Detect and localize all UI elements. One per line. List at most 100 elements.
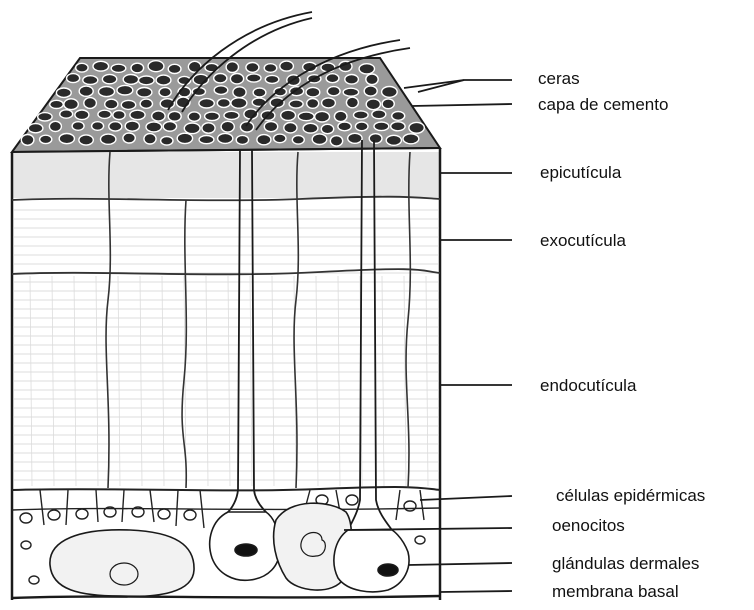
wax-granule bbox=[338, 122, 351, 131]
wax-granule bbox=[163, 122, 176, 132]
wax-granule bbox=[284, 123, 297, 133]
wax-granule bbox=[409, 122, 424, 133]
gland-nucleus-hair1 bbox=[235, 544, 257, 556]
wax-granule bbox=[121, 100, 135, 109]
wax-granule bbox=[280, 61, 294, 71]
label-endocuticula: endocutícula bbox=[540, 376, 637, 395]
wax-granule bbox=[236, 135, 248, 144]
label-capa-de-cemento: capa de cemento bbox=[538, 95, 668, 114]
wax-granule bbox=[156, 75, 171, 85]
wax-granule bbox=[64, 99, 78, 110]
wax-granule bbox=[292, 136, 304, 145]
wax-granule bbox=[315, 111, 330, 122]
wax-granule bbox=[374, 122, 389, 131]
leader-ceras-1 bbox=[404, 80, 464, 88]
epicuticle-band bbox=[12, 152, 440, 198]
wax-granule bbox=[152, 111, 165, 121]
label-celulas-epidermicas: células epidérmicas bbox=[556, 486, 705, 505]
wax-granule bbox=[233, 87, 246, 98]
wax-granule bbox=[246, 63, 259, 73]
wax-granule bbox=[366, 99, 380, 110]
wax-granule bbox=[366, 74, 378, 85]
wax-granule bbox=[303, 123, 318, 133]
wax-granule bbox=[148, 61, 164, 72]
wax-granule bbox=[326, 74, 339, 83]
wax-granule bbox=[386, 135, 401, 145]
wax-granule bbox=[168, 111, 181, 121]
wax-granule bbox=[359, 64, 374, 74]
wax-granule bbox=[60, 110, 73, 118]
wax-granule bbox=[355, 122, 368, 131]
label-exocuticula: exocutícula bbox=[540, 231, 627, 250]
wax-granule bbox=[168, 64, 181, 73]
wax-granule bbox=[130, 110, 145, 119]
wax-granule bbox=[83, 76, 98, 85]
wax-granule bbox=[322, 98, 336, 108]
label-epicuticula: epicutícula bbox=[540, 163, 622, 182]
wax-granule bbox=[321, 63, 335, 72]
wax-granule bbox=[218, 133, 233, 143]
wax-granule bbox=[264, 64, 277, 73]
wax-granule bbox=[221, 121, 234, 132]
wax-granule bbox=[188, 112, 200, 121]
wax-granule bbox=[364, 86, 377, 96]
leader-celulas bbox=[420, 496, 512, 500]
wax-granule bbox=[99, 87, 115, 97]
wax-granule bbox=[137, 88, 152, 98]
wax-granule bbox=[109, 122, 122, 131]
wax-granule bbox=[21, 135, 34, 146]
wax-granule bbox=[102, 74, 116, 83]
wax-granule bbox=[265, 75, 279, 83]
wax-granule bbox=[79, 86, 93, 96]
wax-granule bbox=[392, 112, 405, 121]
exo-endo-boundary bbox=[12, 269, 440, 274]
wax-granule bbox=[345, 75, 359, 85]
wax-granule bbox=[348, 133, 362, 143]
wax-granule bbox=[111, 64, 126, 72]
pore-canals bbox=[106, 152, 410, 488]
label-membrana-basal: membrana basal bbox=[552, 582, 679, 601]
wax-granule bbox=[177, 133, 192, 143]
wax-granule bbox=[247, 74, 261, 82]
wax-granule bbox=[123, 75, 138, 85]
wax-granule bbox=[146, 122, 162, 132]
wax-granule bbox=[50, 100, 64, 108]
wax-granule bbox=[205, 63, 218, 71]
wax-granule bbox=[184, 123, 200, 134]
gland-cell-hair2 bbox=[334, 530, 409, 592]
wax-granule bbox=[105, 99, 118, 109]
wax-granule bbox=[312, 134, 327, 145]
wax-granule bbox=[289, 100, 303, 108]
wax-granule bbox=[327, 87, 340, 96]
wax-granule bbox=[159, 88, 171, 97]
label-ceras: ceras bbox=[538, 69, 580, 88]
wax-granule bbox=[330, 136, 342, 146]
wax-granule bbox=[264, 122, 277, 132]
wax-granule bbox=[139, 76, 155, 85]
wax-granule bbox=[230, 74, 243, 84]
wax-granule bbox=[382, 87, 398, 98]
wax-granule bbox=[226, 62, 238, 73]
wax-granule bbox=[306, 87, 320, 97]
wax-granule bbox=[334, 111, 347, 121]
leader-membrana bbox=[440, 591, 512, 592]
wax-granule bbox=[369, 134, 382, 144]
wax-granule bbox=[84, 98, 97, 109]
leader-glandulas bbox=[408, 563, 512, 565]
wax-granule bbox=[199, 99, 214, 108]
leader-cemento bbox=[412, 104, 512, 106]
wax-granule bbox=[49, 121, 61, 131]
wax-granule bbox=[123, 133, 135, 143]
wax-granule bbox=[38, 113, 52, 121]
wax-granule bbox=[205, 112, 220, 121]
wax-granule bbox=[214, 86, 228, 95]
wax-granule bbox=[93, 61, 109, 71]
wax-granule bbox=[79, 135, 93, 145]
wax-granule bbox=[92, 122, 104, 131]
wax-granule bbox=[372, 110, 386, 119]
label-glandulas-dermales: glándulas dermales bbox=[552, 554, 699, 573]
wax-granule bbox=[214, 74, 227, 83]
wax-granule bbox=[403, 134, 419, 144]
gland-nucleus-hair2 bbox=[378, 564, 398, 576]
